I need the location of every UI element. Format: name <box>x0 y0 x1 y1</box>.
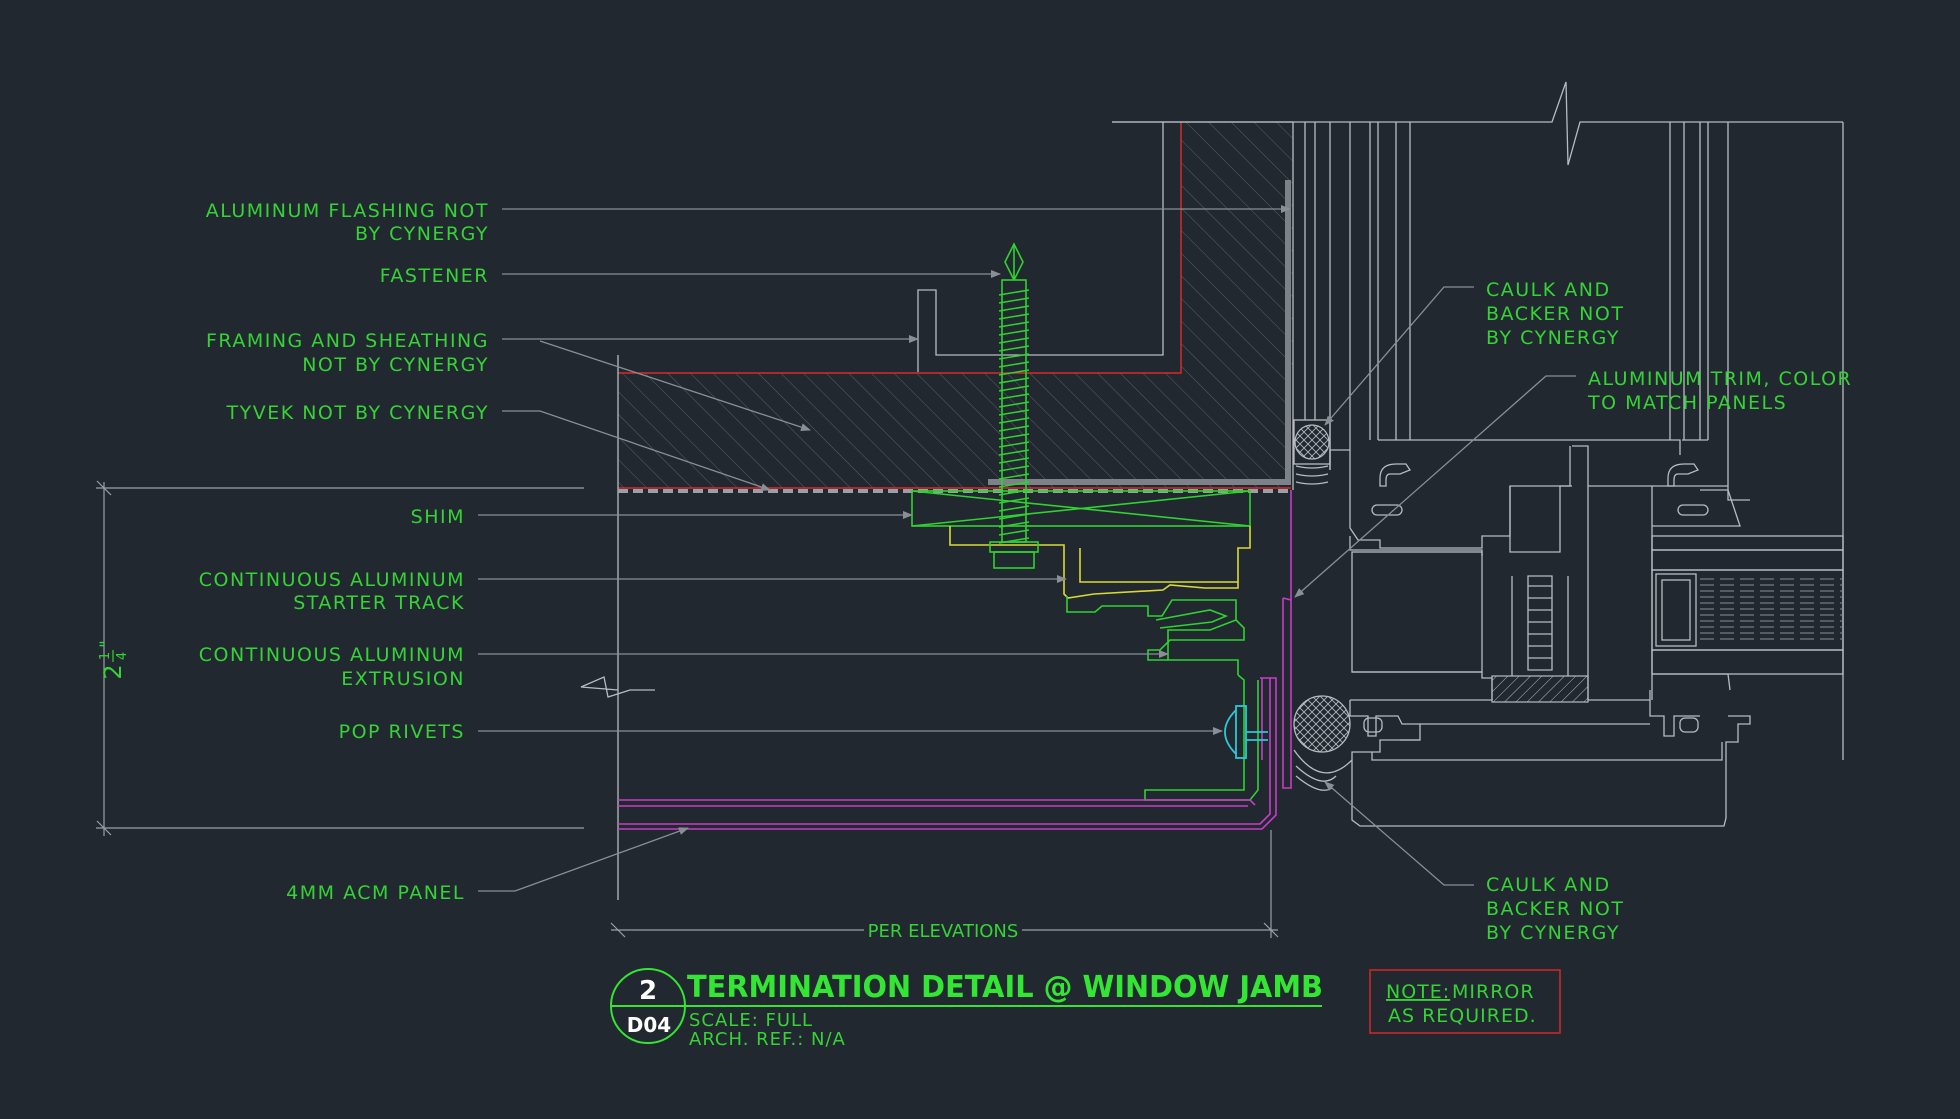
label-extrusion-1: CONTINUOUS ALUMINUM <box>199 644 465 666</box>
label-acm-panel: 4MM ACM PANEL <box>286 882 465 904</box>
label-caulk-top-2: BACKER NOT <box>1486 303 1624 325</box>
screw-thread <box>998 441 1030 448</box>
shim <box>911 490 1251 527</box>
glazing-clip-right <box>1667 463 1709 516</box>
callout-labels-left: ALUMINUM FLASHING NOT BY CYNERGY FASTENE… <box>199 200 489 904</box>
label-framing-1: FRAMING AND SHEATHING <box>206 330 489 352</box>
screw-thread <box>998 497 1030 504</box>
callout-labels-right: CAULK AND BACKER NOT BY CYNERGY ALUMINUM… <box>1486 279 1852 944</box>
note-box: NOTE: MIRROR AS REQUIRED. <box>1369 969 1561 1034</box>
window-frame <box>1112 81 1844 827</box>
screw-thread <box>998 305 1030 312</box>
leader-lines <box>478 205 1576 892</box>
height-dim-unit: " <box>96 640 115 647</box>
label-flashing-2: BY CYNERGY <box>355 223 489 245</box>
note-label: NOTE: <box>1386 981 1450 1003</box>
screw-thread <box>998 313 1030 320</box>
label-caulk-bottom-1: CAULK AND <box>1486 874 1611 896</box>
screw-thread <box>998 529 1030 536</box>
screw-thread <box>998 361 1030 368</box>
detail-title: TERMINATION DETAIL @ WINDOW JAMB <box>687 970 1323 1005</box>
label-caulk-top-3: BY CYNERGY <box>1486 327 1620 349</box>
label-pop-rivets: POP RIVETS <box>339 721 465 743</box>
caulk-backer-bottom <box>1293 695 1353 791</box>
screw-thread <box>998 345 1030 352</box>
screw-thread <box>998 337 1030 344</box>
screw-thread <box>998 433 1030 440</box>
starter-track-inner <box>1079 548 1238 583</box>
screw-thread <box>998 297 1030 304</box>
width-dim-label: PER ELEVATIONS <box>868 921 1019 942</box>
sheet-number: D04 <box>627 1013 671 1037</box>
label-alum-trim-1: ALUMINUM TRIM, COLOR <box>1588 368 1852 390</box>
screw-thread <box>998 353 1030 360</box>
screw-thread <box>998 409 1030 416</box>
note-text-2: AS REQUIRED. <box>1388 1005 1537 1027</box>
label-flashing-1: ALUMINUM FLASHING NOT <box>206 200 489 222</box>
screw-thread <box>998 321 1030 328</box>
label-shim: SHIM <box>411 506 465 528</box>
pop-rivet <box>1224 705 1268 759</box>
screw-thread <box>998 369 1030 376</box>
break-line-left <box>580 676 655 698</box>
screw-thread <box>998 489 1030 496</box>
label-caulk-bottom-3: BY CYNERGY <box>1486 922 1620 944</box>
screw-thread <box>998 537 1030 544</box>
aluminum-flashing <box>988 180 1291 485</box>
aluminum-extrusion <box>1066 596 1259 801</box>
screw-thread <box>998 465 1030 472</box>
detail-number: 2 <box>639 976 657 1006</box>
screw-thread <box>998 385 1030 392</box>
note-text-1: MIRROR <box>1452 981 1535 1003</box>
label-starter-track-2: STARTER TRACK <box>293 592 465 614</box>
label-alum-trim-2: TO MATCH PANELS <box>1587 392 1787 414</box>
screw-thread <box>998 473 1030 480</box>
screw-thread <box>998 457 1030 464</box>
label-extrusion-2: EXTRUSION <box>341 668 465 690</box>
label-caulk-top-1: CAULK AND <box>1486 279 1611 301</box>
caulk-backer-top <box>1293 419 1331 485</box>
screw-thread <box>998 417 1030 424</box>
label-framing-2: NOT BY CYNERGY <box>302 354 489 376</box>
screw-thread <box>998 449 1030 456</box>
framing-sheathing <box>617 121 1294 900</box>
fastener-screw <box>989 242 1039 569</box>
screw-thread <box>998 481 1030 488</box>
label-caulk-bottom-2: BACKER NOT <box>1486 898 1624 920</box>
label-starter-track-1: CONTINUOUS ALUMINUM <box>199 569 465 591</box>
height-dim-numerator: 1 <box>98 652 113 660</box>
width-dimension: PER ELEVATIONS <box>610 830 1279 942</box>
glazing-clip-left <box>1371 463 1411 516</box>
screw-thread <box>998 377 1030 384</box>
screw-thread <box>998 513 1030 520</box>
height-dimension: 2 1 4 " <box>96 480 584 836</box>
screw-thread <box>998 505 1030 512</box>
height-dim-whole: 2 <box>99 664 127 679</box>
framing-clip <box>917 122 1164 372</box>
title-block: 2 D04 TERMINATION DETAIL @ WINDOW JAMB S… <box>610 968 1323 1050</box>
scale-text: SCALE: FULL <box>689 1010 813 1031</box>
screw-thread <box>998 289 1030 296</box>
label-tyvek: TYVEK NOT BY CYNERGY <box>225 402 489 424</box>
label-fastener: FASTENER <box>380 265 489 287</box>
screw-thread <box>998 425 1030 432</box>
screw-thread <box>998 401 1030 408</box>
screw-thread <box>998 521 1030 528</box>
height-dim-denominator: 4 <box>115 652 130 660</box>
arch-ref-text: ARCH. REF.: N/A <box>689 1029 846 1050</box>
screw-thread <box>998 393 1030 400</box>
screw-thread <box>998 329 1030 336</box>
acm-panel <box>618 490 1292 830</box>
starter-track <box>949 526 1251 599</box>
